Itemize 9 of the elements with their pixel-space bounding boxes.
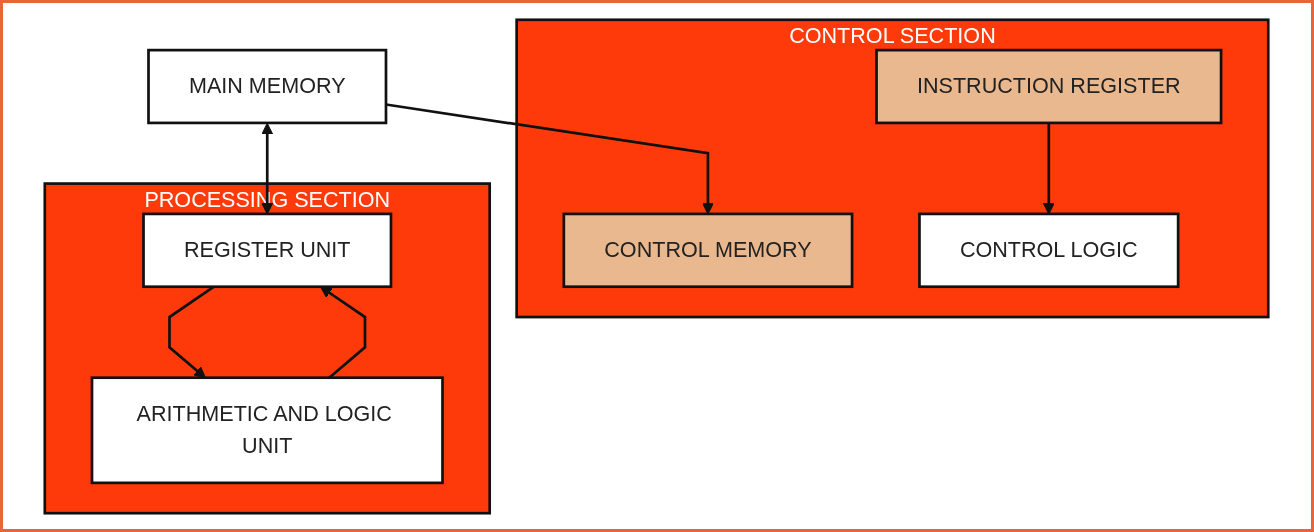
node-box: CONTROL LOGIC	[918, 212, 1180, 288]
arrow	[386, 102, 715, 214]
node-box: REGISTER UNIT	[142, 212, 393, 288]
node-box: INSTRUCTION REGISTER	[875, 48, 1223, 124]
arrow	[261, 122, 274, 214]
node-box: MAIN MEMORY	[147, 48, 388, 124]
node-box: CONTROL MEMORY	[562, 212, 854, 288]
node-box: ARITHMETIC AND LOGIC UNIT	[91, 375, 445, 484]
arrow	[1043, 122, 1056, 214]
